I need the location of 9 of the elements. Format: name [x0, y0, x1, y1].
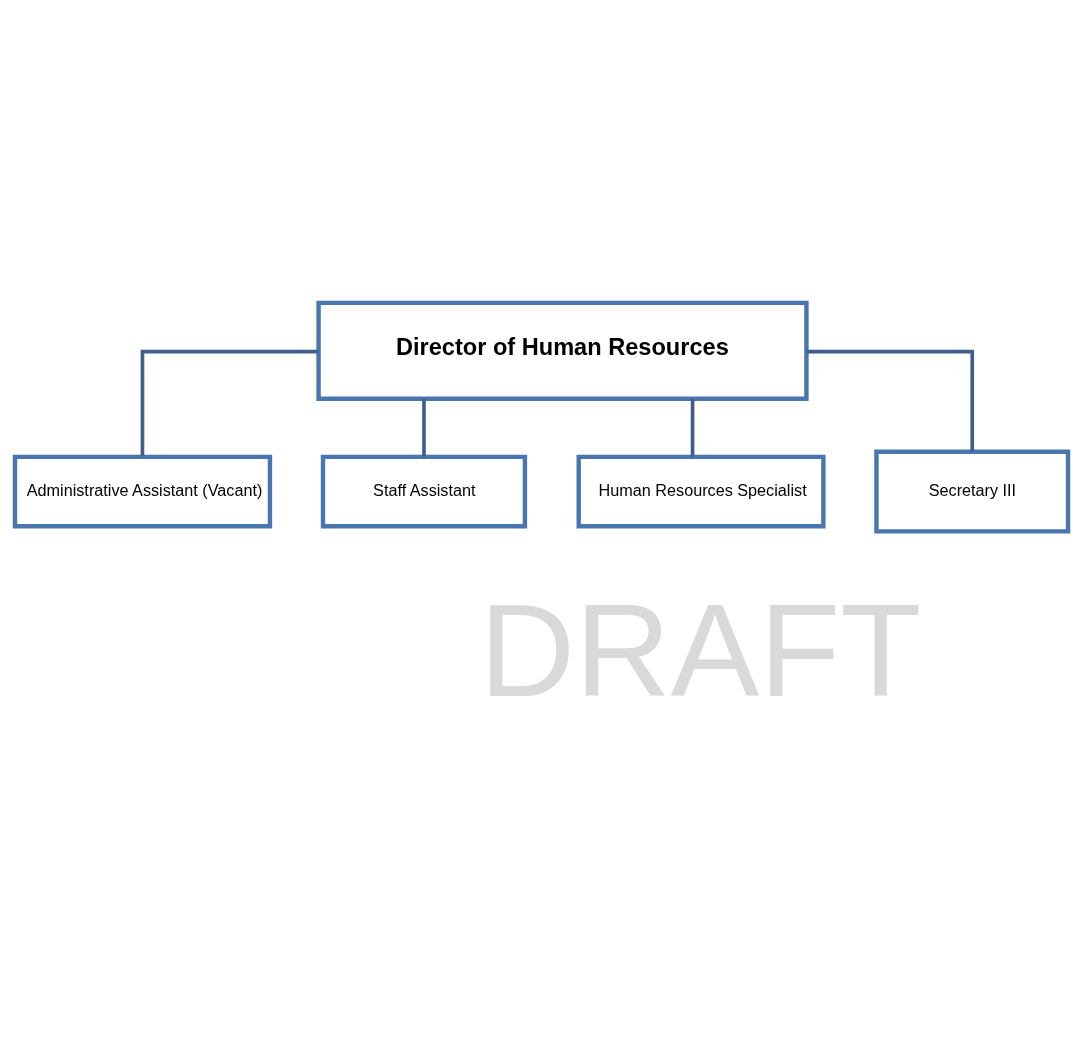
node-box: Administrative Assistant (Vacant)	[12, 454, 273, 529]
node-box: Staff Assistant	[320, 454, 528, 529]
node-box: Human Resources Specialist	[576, 454, 826, 529]
connector	[140, 349, 319, 457]
connector	[806, 349, 975, 452]
connector	[690, 398, 695, 457]
node-box: Director of Human Resources	[316, 300, 809, 401]
node-box: Secretary III	[874, 449, 1071, 534]
connector	[422, 398, 426, 457]
